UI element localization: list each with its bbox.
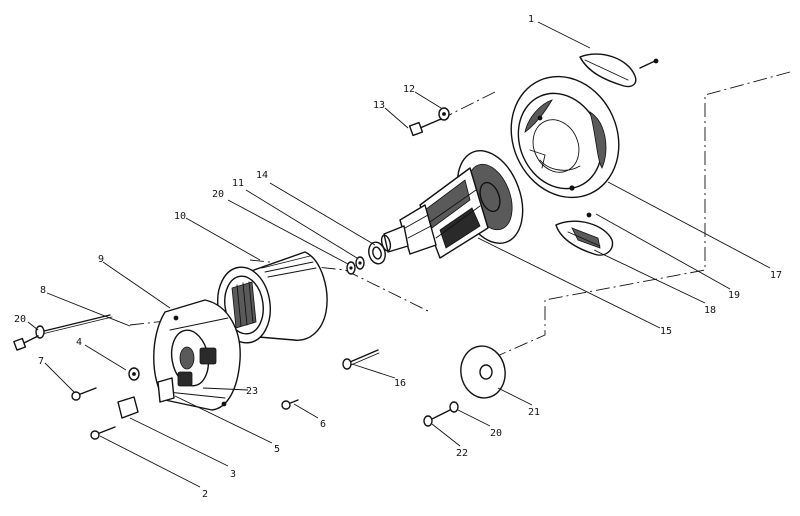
part-17-end-bell-housing <box>510 75 620 199</box>
part-12-nut <box>438 107 450 121</box>
callout-7: 7 <box>38 356 44 367</box>
callout-18: 18 <box>704 305 716 316</box>
leader-lines <box>27 21 771 488</box>
callout-9: 9 <box>98 254 104 265</box>
callout-14: 14 <box>256 170 268 181</box>
part-15-armature-assembly <box>380 150 524 259</box>
callout-16: 16 <box>394 378 406 389</box>
part-14-bearing <box>368 241 386 265</box>
part-4-nut <box>128 367 140 381</box>
part-2-screw <box>90 426 116 440</box>
callout-19: 19 <box>728 290 740 301</box>
part-1-cover-plate <box>579 53 659 88</box>
part-8-through-bolt <box>39 314 113 335</box>
callout-4: 4 <box>76 337 82 348</box>
callout-1: 1 <box>528 14 534 25</box>
callout-20-lower: 20 <box>490 428 502 439</box>
callout-8: 8 <box>40 285 46 296</box>
callout-labels: 1 2 3 4 5 6 7 8 9 10 11 12 13 14 15 16 1… <box>14 14 782 500</box>
part-13-bolt <box>408 118 442 137</box>
part-10-field-frame <box>217 251 328 344</box>
callout-22: 22 <box>456 448 468 459</box>
callout-20-upper: 20 <box>212 189 224 200</box>
part-16-bolt <box>342 349 380 370</box>
callout-20-left: 20 <box>14 314 26 325</box>
callout-5: 5 <box>274 444 280 455</box>
callout-3: 3 <box>230 469 236 480</box>
part-19-screw <box>586 212 592 218</box>
part-5-bracket <box>157 377 175 403</box>
part-11-washer <box>355 256 365 270</box>
part-22-screw <box>423 409 451 427</box>
part-6-screw <box>281 399 299 410</box>
callout-13: 13 <box>373 100 385 111</box>
callout-10: 10 <box>174 211 186 222</box>
part-9-end-shield <box>153 299 241 411</box>
part-7-screw <box>71 387 97 401</box>
part-20-washer-lower <box>449 401 459 413</box>
callout-6: 6 <box>320 419 326 430</box>
callout-23: 23 <box>246 386 258 397</box>
callout-21: 21 <box>528 407 540 418</box>
part-20-washer-left <box>13 325 45 351</box>
part-3-brush-cap <box>117 396 139 419</box>
part-20-washer-upper <box>346 261 356 275</box>
callout-17: 17 <box>770 270 782 281</box>
callout-2: 2 <box>202 489 208 500</box>
callout-11: 11 <box>232 178 244 189</box>
callout-12: 12 <box>403 84 415 95</box>
part-18-vent-plate <box>555 220 614 256</box>
part-21-flange-disk <box>460 345 506 399</box>
callout-15: 15 <box>660 326 672 337</box>
